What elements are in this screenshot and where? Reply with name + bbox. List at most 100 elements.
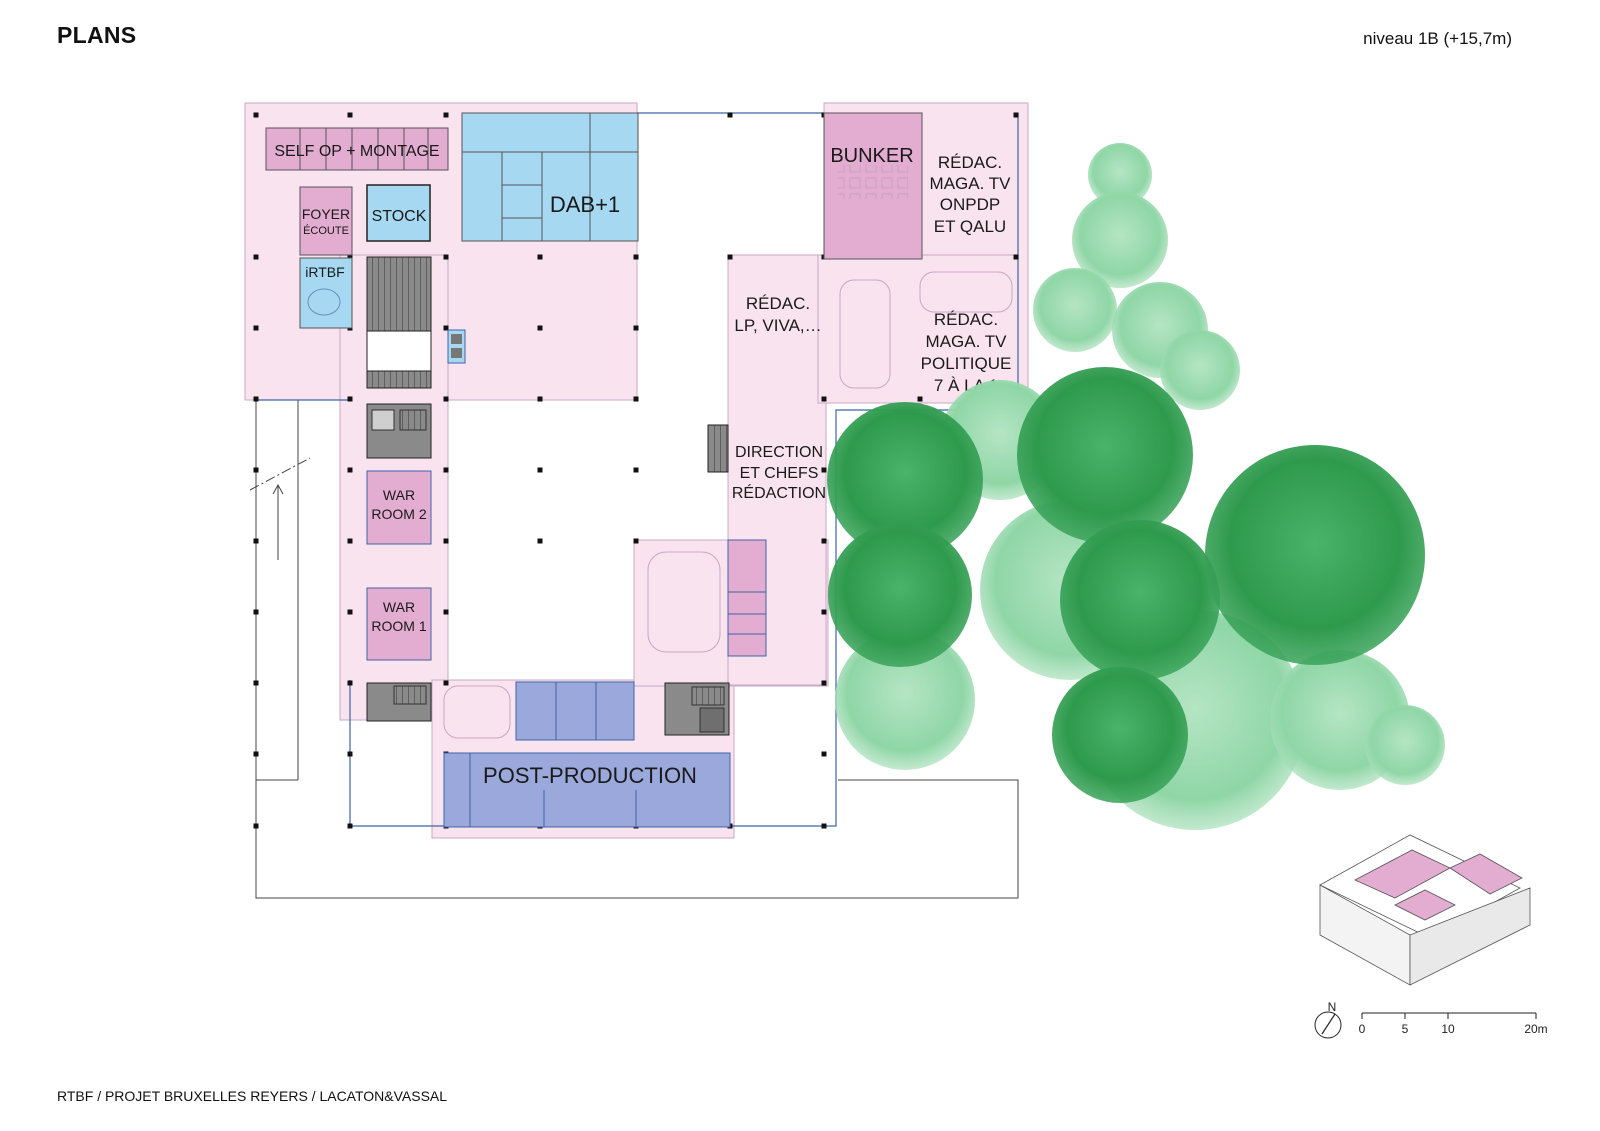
core-east [707, 424, 729, 473]
scale-tick-10: 10 [1441, 1022, 1455, 1036]
room-irtbf: iRTBF [299, 257, 353, 329]
access-arrow [249, 457, 311, 560]
label-redac-maga-2: MAGA. TV [930, 174, 1012, 193]
label-stock: STOCK [372, 208, 427, 225]
label-dab: DAB+1 [550, 192, 620, 217]
label-redac-lp-2: LP, VIVA,… [734, 316, 821, 335]
column-marker [727, 254, 733, 260]
label-redac-maga-3: ONPDP [940, 195, 1000, 214]
zone-redac-lp: RÉDAC. LP, VIVA,… [734, 279, 891, 389]
column-marker [347, 254, 353, 260]
core-north [366, 256, 432, 389]
column-marker [537, 325, 543, 331]
label-redac-maga-4: ET QALU [934, 217, 1006, 236]
column-marker [537, 467, 543, 473]
column-marker [347, 823, 353, 829]
label-war2-a: WAR [383, 487, 415, 503]
column-marker [253, 538, 259, 544]
column-marker [727, 112, 733, 118]
room-foyer: FOYER ÉCOUTE [299, 186, 353, 256]
axonometric-inset [1319, 834, 1531, 986]
column-marker [253, 325, 259, 331]
room-post-production: POST-PRODUCTION [443, 681, 731, 828]
label-redac-lp-1: RÉDAC. [746, 294, 810, 313]
column-marker [821, 467, 827, 473]
label-self-op: SELF OP + MONTAGE [274, 143, 439, 160]
column-marker [917, 396, 923, 402]
room-self-op: SELF OP + MONTAGE [265, 127, 449, 171]
column-marker [443, 680, 449, 686]
lounge-east [647, 551, 721, 653]
label-war1-b: ROOM 1 [371, 618, 426, 634]
rooms-east-small [727, 539, 767, 657]
small-core [447, 329, 466, 364]
column-marker [633, 396, 639, 402]
column-marker [537, 396, 543, 402]
north-arrow: N [1314, 1000, 1342, 1039]
column-marker [347, 609, 353, 615]
label-foyer: FOYER [302, 206, 350, 222]
column-marker [253, 112, 259, 118]
column-marker [443, 325, 449, 331]
column-marker [633, 467, 639, 473]
column-marker [821, 538, 827, 544]
column-marker [537, 254, 543, 260]
column-marker [633, 325, 639, 331]
room-bunker: BUNKER [823, 112, 923, 260]
scale-tick-5: 5 [1402, 1022, 1409, 1036]
scale-tick-0: 0 [1359, 1022, 1366, 1036]
label-bunker: BUNKER [830, 145, 913, 167]
north-label: N [1328, 1000, 1337, 1014]
page-title: PLANS [57, 22, 137, 48]
label-ecoute: ÉCOUTE [303, 224, 349, 237]
label-direction-2: ET CHEFS [740, 465, 819, 482]
column-marker [821, 823, 827, 829]
label-post-production: POST-PRODUCTION [483, 763, 697, 788]
label-war2-b: ROOM 2 [371, 506, 426, 522]
lounge-south [443, 685, 511, 739]
label-war1-a: WAR [383, 599, 415, 615]
room-dab: DAB+1 [461, 112, 639, 242]
room-war-2: WAR ROOM 2 [366, 470, 432, 545]
zone-direction: DIRECTION ET CHEFS RÉDACTION [732, 444, 826, 502]
column-marker [821, 751, 827, 757]
column-marker [347, 538, 353, 544]
core-west [366, 403, 432, 459]
column-marker [347, 467, 353, 473]
label-redac-pol-3: POLITIQUE [921, 354, 1012, 373]
column-marker [443, 609, 449, 615]
column-marker [253, 254, 259, 260]
level-label: niveau 1B (+15,7m) [1363, 29, 1512, 48]
column-marker [1013, 112, 1019, 118]
core-south-west [366, 682, 432, 722]
column-marker [347, 396, 353, 402]
room-war-1: WAR ROOM 1 [366, 587, 432, 661]
label-redac-pol-2: MAGA. TV [926, 332, 1008, 351]
scale-bar: 0 5 10 20m [1359, 1012, 1548, 1036]
column-marker [253, 609, 259, 615]
column-marker [253, 396, 259, 402]
column-marker [443, 538, 449, 544]
label-redac-pol-1: RÉDAC. [934, 310, 998, 329]
site-outline [255, 400, 1019, 899]
column-marker [347, 112, 353, 118]
column-marker [443, 254, 449, 260]
column-marker [821, 680, 827, 686]
column-marker [253, 823, 259, 829]
room-stock: STOCK [366, 184, 431, 242]
column-marker [821, 396, 827, 402]
column-marker [443, 396, 449, 402]
column-marker [253, 467, 259, 473]
zone-redac-maga-onpdp: RÉDAC. MAGA. TV ONPDP ET QALU [930, 153, 1012, 236]
column-marker [347, 751, 353, 757]
column-marker [443, 112, 449, 118]
label-direction-3: RÉDACTION [732, 483, 826, 502]
column-marker [1013, 254, 1019, 260]
label-redac-maga-1: RÉDAC. [938, 153, 1002, 172]
column-marker [253, 751, 259, 757]
label-direction-1: DIRECTION [735, 444, 823, 461]
column-marker [443, 467, 449, 473]
trees [827, 143, 1445, 830]
label-irtbf: iRTBF [305, 264, 344, 280]
